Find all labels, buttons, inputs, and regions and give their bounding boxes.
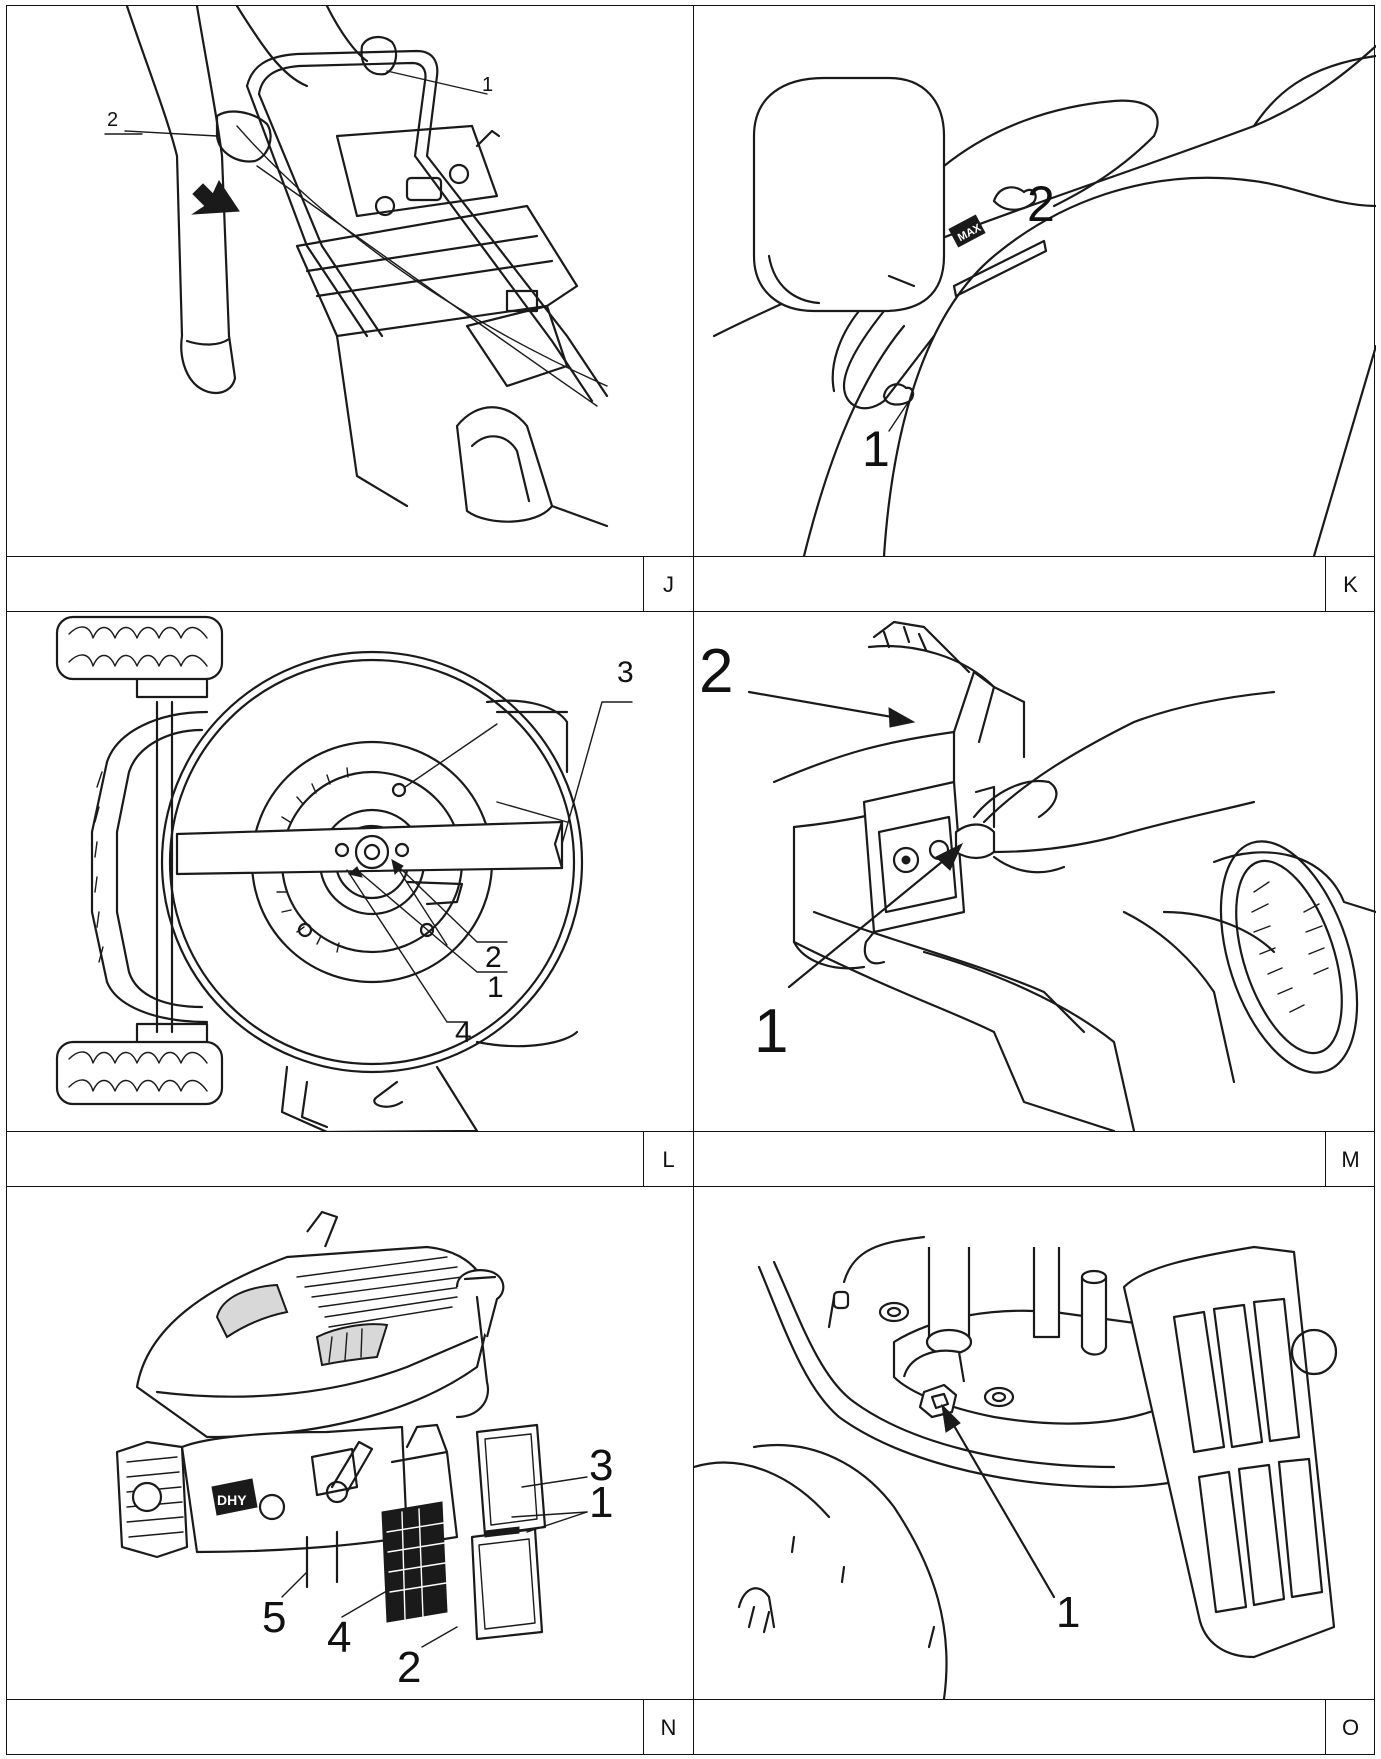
panel-j-letter: J — [643, 557, 693, 612]
callout-k-1: 1 — [862, 421, 890, 477]
callout-l-3: 3 — [617, 656, 634, 689]
rabbit-icon — [992, 186, 1037, 211]
panel-n-illustration: DHY 1 3 2 4 — [7, 1187, 693, 1699]
callout-j-2: 2 — [107, 109, 118, 131]
callout-n-5: 5 — [262, 1593, 286, 1642]
panel-k-letter: K — [1325, 557, 1375, 612]
panel-o-letter: O — [1325, 1700, 1375, 1755]
figure-sheet: 1 2 MAX 2 1 — [6, 5, 1376, 1755]
row-divider-3 — [7, 1131, 1374, 1132]
column-divider — [693, 6, 694, 1754]
panel-n-letter: N — [643, 1700, 693, 1755]
label-dhy: DHY — [217, 1492, 247, 1508]
callout-k-2: 2 — [1027, 176, 1055, 232]
row-divider-1 — [7, 556, 1374, 557]
callout-n-1: 1 — [589, 1478, 613, 1527]
panel-l-letter: L — [643, 1132, 693, 1187]
panel-o-illustration: 1 — [694, 1187, 1376, 1699]
callout-n-2: 2 — [397, 1643, 421, 1692]
callout-m-1: 1 — [754, 997, 788, 1066]
callout-l-4: 4 — [455, 1016, 472, 1049]
row-divider-5 — [7, 1699, 1374, 1700]
row-divider-4 — [7, 1186, 1374, 1187]
callout-o-1: 1 — [1056, 1588, 1080, 1637]
panel-k-illustration: MAX 2 1 — [694, 6, 1376, 556]
turtle-icon — [882, 383, 915, 406]
callout-n-4: 4 — [327, 1613, 351, 1662]
panel-j-illustration: 1 2 — [7, 6, 693, 556]
panel-m-illustration: 2 1 — [694, 612, 1376, 1131]
panel-l-illustration: 3 2 1 4 — [7, 612, 693, 1131]
callout-l-1: 1 — [487, 971, 504, 1004]
callout-n-3: 3 — [589, 1441, 613, 1490]
callout-j-1: 1 — [482, 74, 493, 96]
callout-l-2: 2 — [485, 941, 502, 974]
panel-m-letter: M — [1325, 1132, 1375, 1187]
row-divider-2 — [7, 611, 1374, 612]
callout-m-2: 2 — [699, 637, 733, 706]
